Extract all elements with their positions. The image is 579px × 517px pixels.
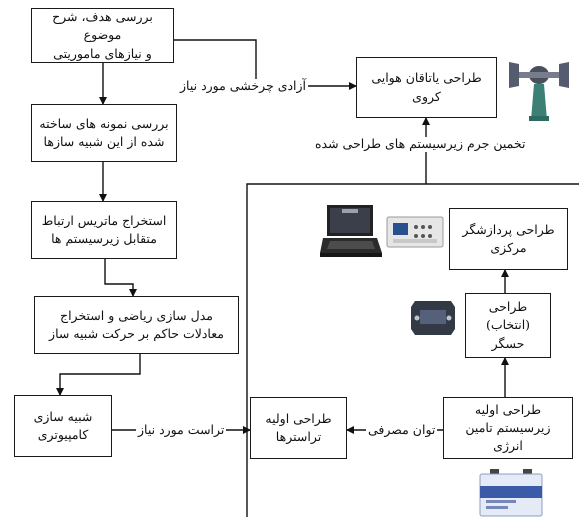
label-power-consumption: توان مصرفی (366, 422, 438, 438)
box-computer-sim-text: شبیه سازی کامپیوتری (33, 408, 93, 442)
label-mass-estimate: تخمین جرم زیرسیستم های طراحی شده (313, 136, 528, 152)
box-math-model: مدل سازی ریاضی و استخراج معادلات حاکم بر… (34, 296, 239, 354)
box-thruster-design: طراحی اولیه تراسترها (250, 397, 347, 459)
air-bearing-model-icon (509, 62, 569, 121)
box-interaction-matrix-text: استخراج ماتریس ارتباط متقابل زیرسیستم ها (41, 212, 167, 246)
box-thruster-design-text: طراحی اولیه تراسترها (265, 410, 332, 444)
box-computer-sim: شبیه سازی کامپیوتری (14, 395, 112, 457)
box-review-samples: بررسی نمونه های ساخته شده از این شبیه سا… (31, 104, 177, 162)
box-review-goal-text: بررسی هدف، شرح موضوع و نیازهای ماموریتی (52, 9, 153, 61)
box-air-bearing-text: طراحی یاتاقان هوایی کروی (371, 70, 482, 104)
box-sensor-design: طراحی (انتخاب) حسگر (465, 293, 551, 358)
subsystem-frame (246, 183, 579, 517)
box-math-model-text: مدل سازی ریاضی و استخراج معادلات حاکم بر… (49, 307, 224, 341)
arrow-model-to-sim (56, 354, 141, 396)
laptop-computer-icon (320, 205, 382, 257)
box-review-goal: بررسی هدف، شرح موضوع و نیازهای ماموریتی (31, 8, 174, 63)
arrow-matrix-to-model (104, 259, 137, 297)
battery-icon (479, 469, 543, 517)
box-central-processor-text: طراحی پردازشگر مرکزی (462, 221, 555, 255)
box-interaction-matrix: استخراج ماتریس ارتباط متقابل زیرسیستم ها (31, 201, 177, 259)
label-rotation-freedom: آزادی چرخشی مورد نیاز (178, 78, 309, 94)
box-central-processor: طراحی پردازشگر مرکزی (449, 208, 568, 270)
box-sensor-design-text: طراحی (انتخاب) حسگر (485, 299, 531, 351)
control-unit-icon (386, 216, 444, 248)
imu-sensor-icon (411, 301, 455, 335)
box-power-supply: طراحی اولیه زیرسیستم تامین انرژی (443, 397, 573, 459)
label-required-thrust: تراست مورد نیاز (136, 422, 227, 438)
box-review-samples-text: بررسی نمونه های ساخته شده از این شبیه سا… (39, 115, 169, 149)
box-power-supply-text: طراحی اولیه زیرسیستم تامین انرژی (465, 401, 551, 454)
box-air-bearing: طراحی یاتاقان هوایی کروی (356, 57, 497, 118)
